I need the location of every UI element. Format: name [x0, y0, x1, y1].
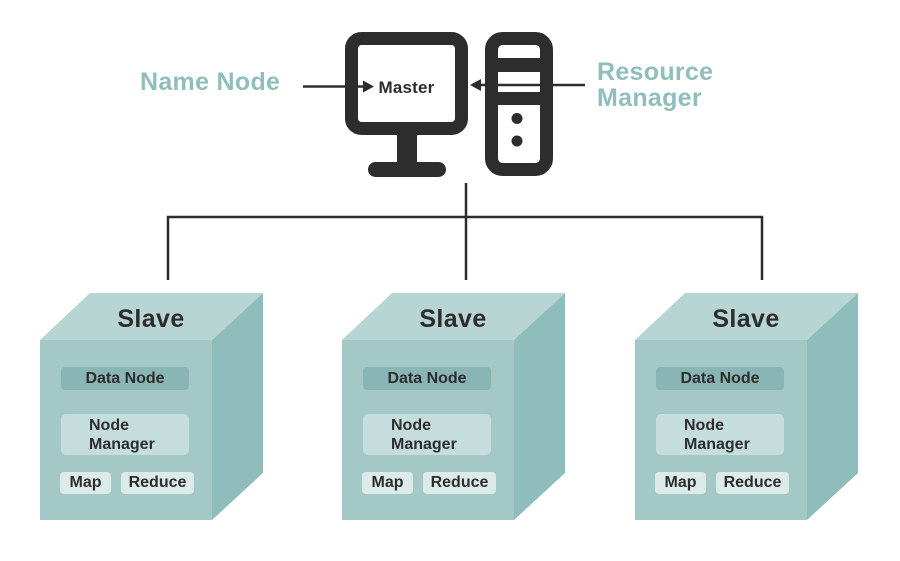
slave-node-3: Slave Data Node Node Manager Map Reduce: [635, 293, 858, 520]
map-badge: Map: [60, 472, 111, 494]
map-badge: Map: [362, 472, 413, 494]
cube-top-face: [635, 293, 858, 340]
name-node-arrow: [303, 80, 374, 93]
data-node-badge: Data Node: [656, 367, 784, 390]
resource-manager-label: Resource Manager: [597, 58, 714, 112]
cube-side-face: [807, 293, 858, 520]
monitor-stand-base: [368, 162, 446, 177]
reduce-badge: Reduce: [423, 472, 496, 494]
data-node-badge: Data Node: [61, 367, 189, 390]
server-tower-icon: [485, 32, 553, 176]
master-label: Master: [378, 78, 435, 97]
cube-side-face: [212, 293, 263, 520]
cube-top-face: [342, 293, 565, 340]
arrowhead-right-icon: [363, 80, 374, 93]
resource-manager-arrow: [470, 79, 585, 91]
slave-title: Slave: [117, 305, 185, 333]
distribution-line: [166, 215, 764, 280]
tower-slot-bar: [489, 58, 549, 72]
name-node-label: Name Node: [140, 68, 281, 96]
tower-slot-bar: [489, 92, 549, 105]
node-manager-badge: Node Manager: [61, 414, 189, 455]
reduce-badge: Reduce: [121, 472, 194, 494]
tower-dot: [511, 135, 523, 147]
desktop-monitor-icon: [345, 32, 468, 177]
cube-side-face: [514, 293, 565, 520]
tower-dot: [511, 113, 523, 124]
cube-top-face: [40, 293, 263, 340]
data-node-badge: Data Node: [363, 367, 491, 390]
slave-title: Slave: [712, 305, 780, 333]
connector-lines: [166, 183, 764, 280]
reduce-badge: Reduce: [716, 472, 789, 494]
monitor-stand-leg: [397, 128, 417, 168]
arrowhead-left-icon: [470, 79, 481, 91]
node-manager-badge: Node Manager: [656, 414, 784, 455]
map-badge: Map: [655, 472, 706, 494]
slave-node-1: Slave Data Node Node Manager Map Reduce: [40, 293, 263, 520]
node-manager-badge: Node Manager: [363, 414, 491, 455]
slave-title: Slave: [419, 305, 487, 333]
slave-node-2: Slave Data Node Node Manager Map Reduce: [342, 293, 565, 520]
